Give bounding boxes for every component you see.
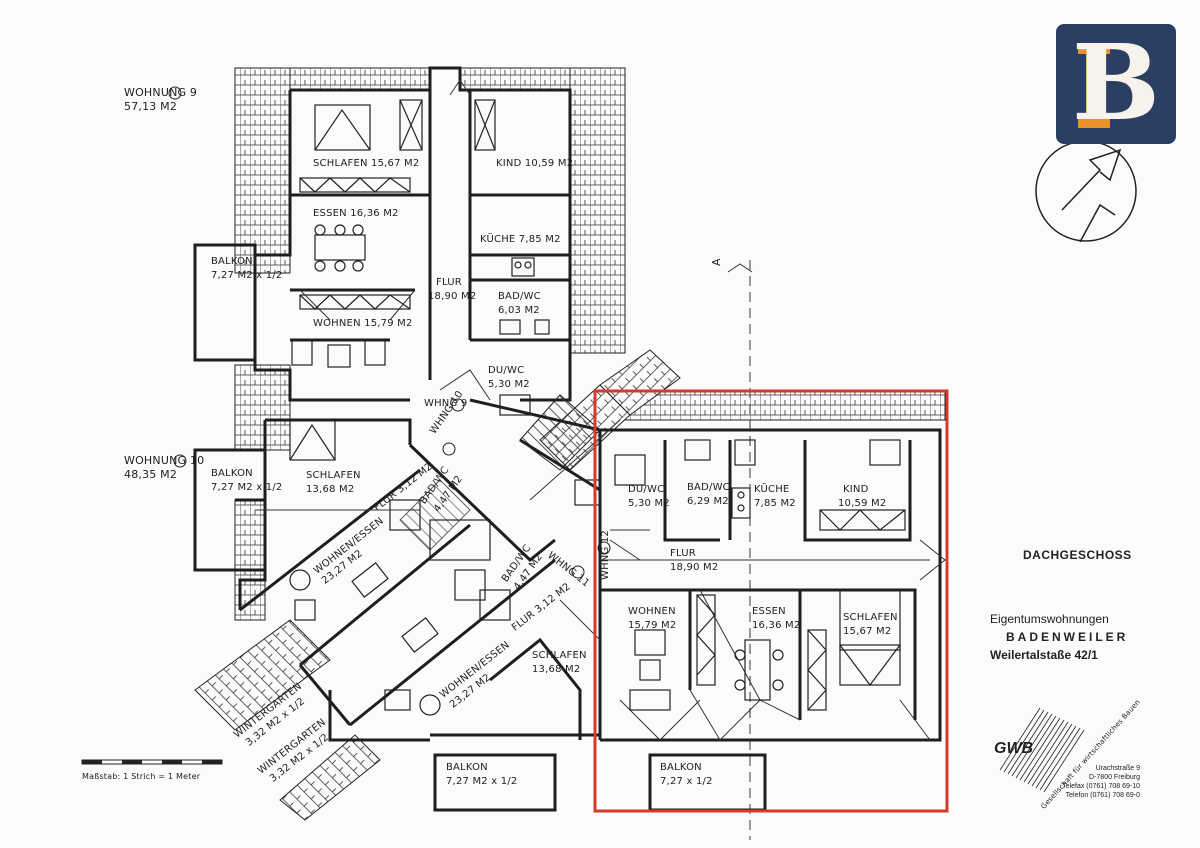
room-w9-kueche: KÜCHE 7,85 M2 (480, 234, 561, 245)
balkon-bottom-area: 7,27 M2 x 1/2 (446, 776, 518, 787)
room-w9-duwc-title: DU/WC (488, 365, 525, 376)
furniture (289, 99, 906, 716)
stairs (399, 394, 601, 551)
logo-letter: B (1072, 21, 1160, 144)
room-w12-kind-area: 10,59 M2 (838, 498, 887, 509)
gwb-logo-icon (999, 707, 1085, 793)
balkon-bottom-title: BALKON (446, 762, 488, 773)
section-marker: A (710, 258, 723, 266)
room-w12-bad-area: 6,29 M2 (687, 496, 729, 507)
scale-bar (81, 759, 223, 765)
room-w11-schlafen-area: 13,68 M2 (532, 664, 581, 675)
room-w12-kueche-title: KÜCHE (754, 484, 790, 495)
highlight-frame (593, 389, 949, 813)
room-w10-balkon-area: 7,27 M2 x 1/2 (211, 482, 283, 493)
logo-accent-bar (1086, 44, 1102, 126)
room-w9-duwc-area: 5,30 M2 (488, 379, 530, 390)
room-w9-schlafen: SCHLAFEN 15,67 M2 (313, 158, 420, 169)
unit-10-area: 48,35 M2 (124, 468, 178, 481)
room-w12-kind-title: KIND (843, 484, 869, 495)
unit-9-name: WOHNUNG 9 (124, 86, 198, 99)
label-wng9: WHNG 9 (424, 398, 468, 409)
project-street: Weilertalstaße 42/1 (990, 648, 1098, 662)
brand-logo: B (1056, 24, 1176, 144)
room-w12-balkon-area: 7,27 x 1/2 (660, 776, 713, 787)
room-w12-duwc-area: 5,30 M2 (628, 498, 670, 509)
room-w12-duwc-title: DU/WC (628, 484, 665, 495)
unit-markers (168, 86, 611, 579)
gwb-address-line: Telefax (0761) 708 69-10 (1062, 783, 1140, 790)
room-w12-wohnen-title: WOHNEN (628, 606, 676, 617)
room-w12-schlafen-title: SCHLAFEN (843, 612, 898, 623)
project-town: BADENWEILER (1006, 630, 1129, 644)
floor-title: DACHGESCHOSS (1023, 548, 1132, 562)
unit-10-name: WOHNUNG 10 (124, 454, 205, 467)
room-w10-schlafen-area: 13,68 M2 (306, 484, 355, 495)
room-w12-essen-area: 16,36 M2 (752, 620, 801, 631)
unit-9-area: 57,13 M2 (124, 100, 178, 113)
gwb-address: Urachstraße 9 D-7800 Freiburg Telefax (0… (1062, 764, 1140, 800)
room-w12-balkon-title: BALKON (660, 762, 702, 773)
thin-lines (255, 79, 946, 840)
gwb-address-line: Urachstraße 9 (1095, 765, 1140, 772)
room-w9-essen: ESSEN 16,36 M2 (313, 208, 399, 219)
room-w10-schlafen-title: SCHLAFEN (306, 470, 361, 481)
room-w12-kueche-area: 7,85 M2 (754, 498, 796, 509)
room-w9-balkon-title: BALKON (211, 256, 253, 267)
gwb-address-line: D-7800 Freiburg (1089, 774, 1140, 781)
room-w12-flur-title: FLUR (670, 548, 696, 559)
north-arrow-icon (1035, 140, 1137, 243)
logo-accent-bottom (1078, 118, 1110, 128)
room-w9-flur-title: FLUR (436, 277, 462, 288)
gwb-mark: GWB (994, 740, 1034, 757)
room-w9-kind: KIND 10,59 M2 (496, 158, 574, 169)
label-wng12: WHNG 12 (600, 530, 611, 580)
walls (193, 66, 942, 812)
room-w12-flur-area: 18,90 M2 (670, 562, 719, 573)
room-w12-wohnen-area: 15,79 M2 (628, 620, 677, 631)
room-w9-flur-area: 18,90 M2 (428, 291, 477, 302)
room-w9-balkon-area: 7,27 M2 x 1/2 (211, 270, 283, 281)
room-w12-bad-title: BAD/WC (687, 482, 730, 493)
room-w9-bad-area: 6,03 M2 (498, 305, 540, 316)
project-type: Eigentumswohnungen (990, 612, 1109, 626)
room-w10-balkon-title: BALKON (211, 468, 253, 479)
gwb-address-line: Telefon (0761) 708 69-0 (1065, 792, 1140, 799)
room-w12-essen-title: ESSEN (752, 606, 786, 617)
room-w12-schlafen-area: 15,67 M2 (843, 626, 892, 637)
room-w9-wohnen: WOHNEN 15,79 M2 (313, 318, 413, 329)
scale-text: Maßstab: 1 Strich = 1 Meter (82, 772, 201, 781)
room-w11-schlafen-title: SCHLAFEN (532, 650, 587, 661)
room-w9-bad-title: BAD/WC (498, 291, 541, 302)
